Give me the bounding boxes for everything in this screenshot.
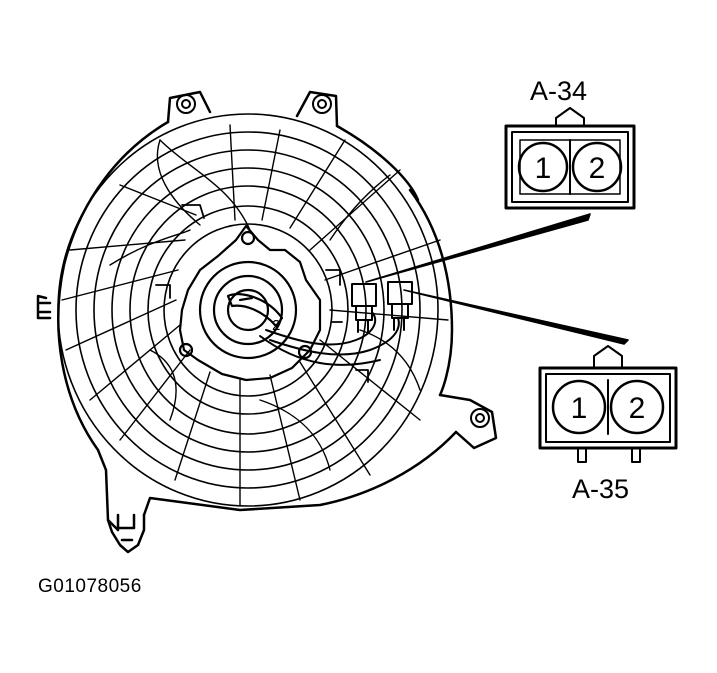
connector-a35-callout: 1 2 <box>538 345 678 463</box>
connector-a35-label: A-35 <box>572 474 630 504</box>
fan-blade-lines <box>61 124 449 506</box>
connector-a34-label: A-34 <box>530 76 588 106</box>
leader-lines[interactable] <box>365 213 629 345</box>
connector-a35-pin-1: 1 <box>571 392 588 425</box>
connector-a34-pin-2: 2 <box>589 152 606 185</box>
figure-code: G01078056 <box>38 576 142 597</box>
inline-connector-a34 <box>351 283 377 333</box>
motor-terminal-marker: 2 <box>272 317 280 334</box>
connector-a35-pin-2: 2 <box>629 392 646 425</box>
fan-motor-hub <box>178 224 322 382</box>
fan-guard-rings <box>57 113 439 507</box>
wire-harness <box>259 311 400 366</box>
connector-a34-callout: 1 2 <box>504 107 636 210</box>
mounting-bolt-icon <box>176 94 490 428</box>
fan-shroud <box>36 90 498 554</box>
guard-clips <box>155 204 369 383</box>
inline-connector-a35 <box>387 281 413 331</box>
connector-a34-pin-1: 1 <box>535 152 552 185</box>
